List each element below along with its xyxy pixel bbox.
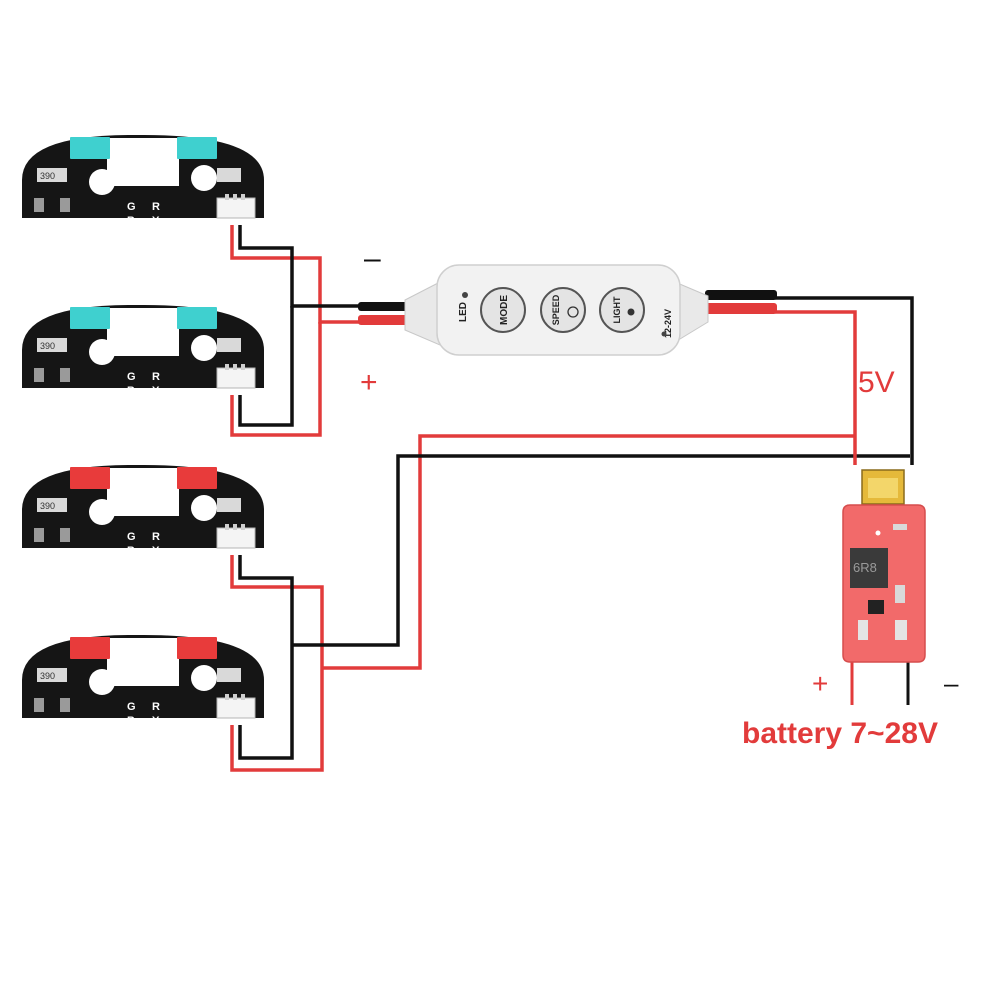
pin-label-b: B [127,385,135,397]
resistor-label: 390 [40,341,55,351]
pin-label-r: R [152,371,160,383]
controller-input-leads [358,290,777,325]
wire-black-controller-gnd [775,296,914,465]
mode-button[interactable]: MODE [480,287,526,333]
led-controller: LED MODE SPEED LIGHT 12-24V [404,264,709,356]
pin-label-y: Y [152,215,160,227]
controller-led-label: LED [458,302,469,322]
battery-plus-sign: + [812,668,828,699]
wire-black-board-2 [238,306,294,427]
pin-label-y: Y [152,385,160,397]
speed-button-label: SPEED [551,294,561,325]
led-chip-right [177,637,217,659]
top-minus-sign: – [364,242,381,275]
pin-label-y: Y [152,545,160,557]
pin-label-r: R [152,201,160,213]
brightness-icon [627,308,635,316]
pin-label-b: B [127,715,135,727]
led-chip-left [70,137,110,159]
led-chip-right [177,467,217,489]
resistor-label: 390 [40,171,55,181]
wires [230,225,914,772]
pin-label-g: G [127,201,136,213]
light-button[interactable]: LIGHT [599,287,645,333]
led-board-4: 390 G R B Y [21,634,265,727]
mode-button-label: MODE [499,295,510,325]
wire-black-lower-to-gnd [292,454,910,647]
speed-icon [567,306,579,318]
voltage-regulator: 6R8 [842,469,926,663]
led-chip-right [177,137,217,159]
battery-voltage-label: battery 7~28V [742,717,938,750]
led-board-3: 390 G R B Y [21,464,265,557]
led-board-2: 390 G R B Y [21,304,265,397]
led-chip-left [70,467,110,489]
controller-voltage-label: 12-24V [663,309,673,338]
led-chip-left [70,307,110,329]
inductor-label: 6R8 [853,560,877,575]
pin-label-r: R [152,701,160,713]
pin-label-g: G [127,531,136,543]
wire-black-board-3 [238,555,294,645]
pin-label-y: Y [152,715,160,727]
led-chip-right [177,307,217,329]
resistor-label: 390 [40,671,55,681]
led-board-1: 390 G R B Y [21,134,265,227]
light-button-label: LIGHT [612,296,622,323]
wire-red-lower-to-5v [322,434,855,670]
battery-minus-sign: – [944,668,959,698]
five-volt-label: 5V [858,366,895,399]
speed-button[interactable]: SPEED [540,287,586,333]
wire-black-board-4 [238,645,294,760]
wire-red-board-4 [230,668,324,772]
pin-label-b: B [127,545,135,557]
wire-black-board-1 [238,225,360,308]
resistor-label: 390 [40,501,55,511]
pin-label-g: G [127,701,136,713]
wire-red-board-3 [230,555,324,668]
wire-red-board-1 [230,225,360,324]
pin-label-b: B [127,215,135,227]
pin-label-g: G [127,371,136,383]
pin-label-r: R [152,531,160,543]
top-plus-sign: + [360,366,378,399]
led-chip-left [70,637,110,659]
wire-red-board-2 [230,322,322,437]
wire-red-controller-5v [775,310,857,465]
